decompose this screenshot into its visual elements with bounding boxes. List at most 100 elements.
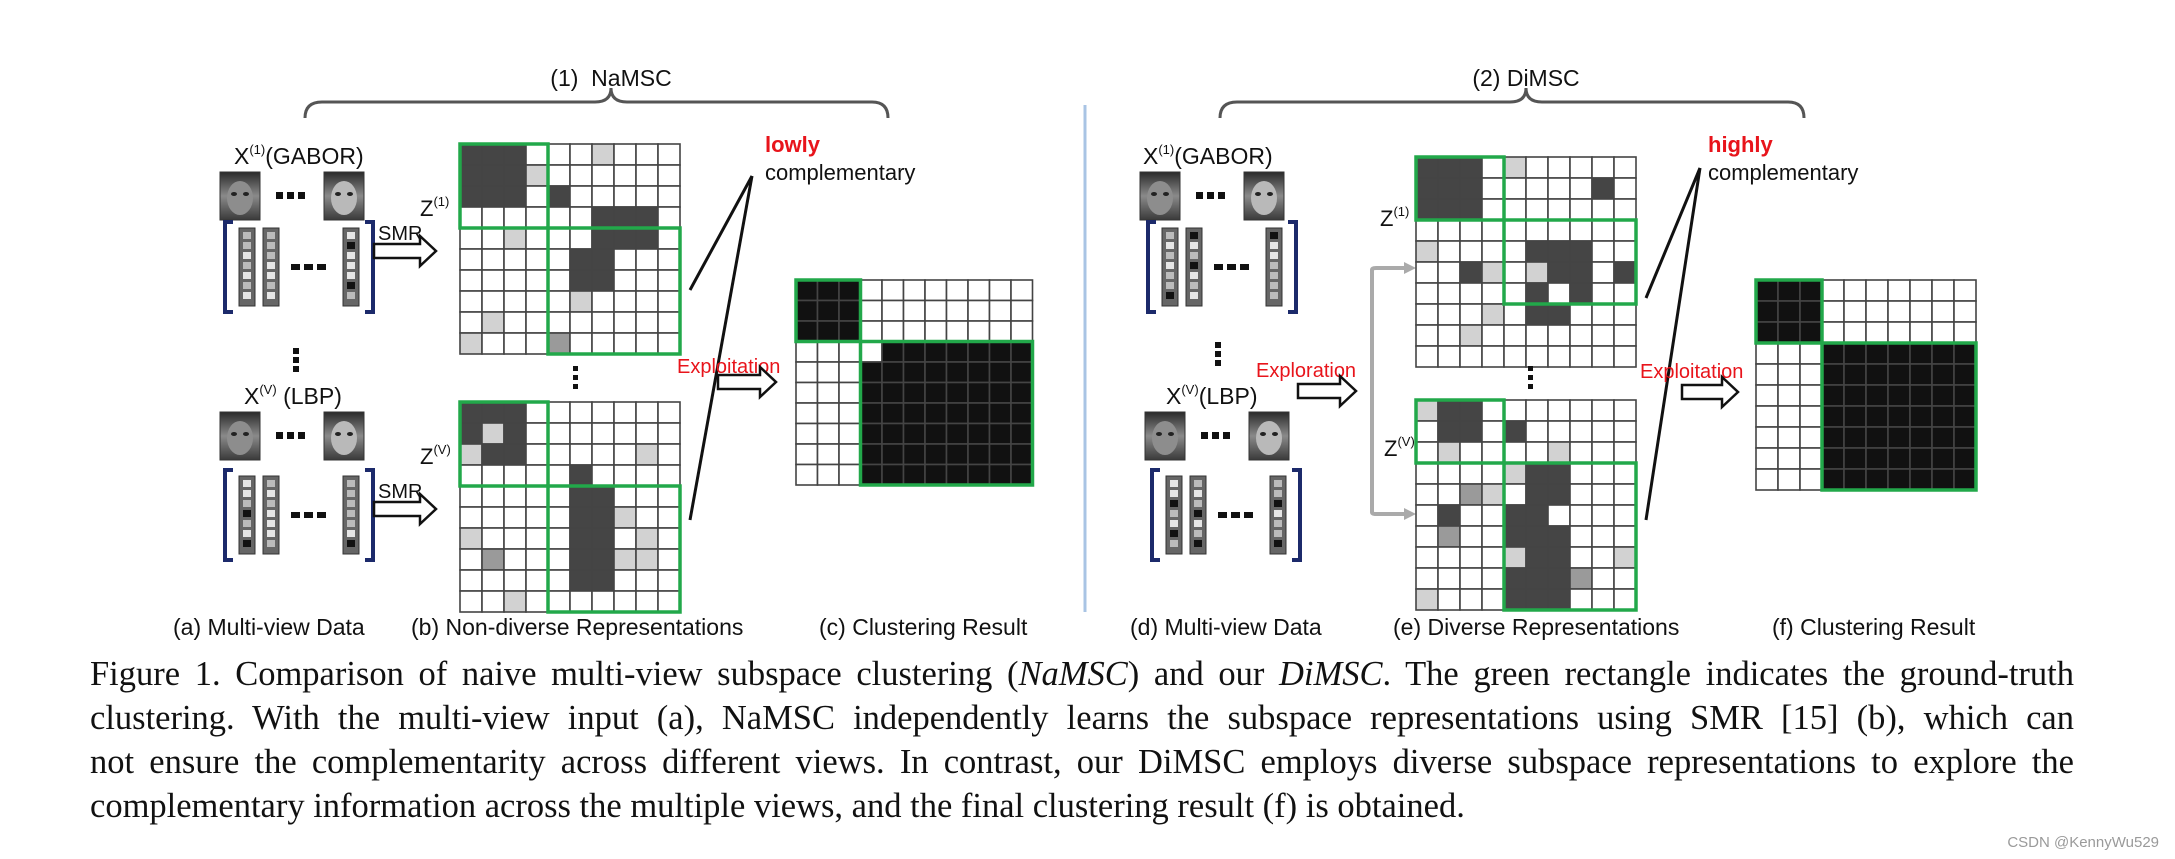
- matrix-cell: [503, 143, 527, 166]
- matrix-cell: [881, 279, 905, 302]
- matrix-cell: [1777, 405, 1801, 428]
- matrix-cell: [1525, 261, 1549, 284]
- matrix-cell: [481, 506, 505, 529]
- matrix-cell: [1865, 468, 1889, 491]
- matrix-cell: [1525, 399, 1549, 422]
- matrix-cell: [1613, 282, 1637, 305]
- matrix-cell: [1547, 261, 1571, 284]
- matrix-cell: [1481, 345, 1505, 368]
- matrix-cell: [613, 248, 637, 271]
- matrix-cell: [547, 164, 571, 187]
- matrix-cell: [1591, 198, 1615, 221]
- matrix-cell: [881, 361, 905, 384]
- ground-truth-rectangle: [1754, 278, 1824, 345]
- matrix-cell: [1591, 462, 1615, 485]
- matrix-cell: [547, 269, 571, 292]
- matrix-cell: [481, 548, 505, 571]
- right-panel-title: (2) DiMSC: [1472, 65, 1579, 91]
- matrix-cell: [503, 590, 527, 613]
- matrix-cell: [503, 332, 527, 355]
- matrix-cell: [657, 422, 681, 445]
- right-clustering-result: [1754, 278, 1978, 492]
- matrix-cell: [1503, 198, 1527, 221]
- matrix-cell: [1503, 525, 1527, 548]
- watermark: CSDN @KennyWu529: [2007, 834, 2159, 851]
- matrix-cell: [816, 422, 840, 445]
- matrix-cell: [1931, 279, 1955, 302]
- matrix-cell: [1591, 588, 1615, 611]
- feature-vector: [1170, 520, 1178, 527]
- ellipsis-dot: [1196, 192, 1203, 199]
- matrix-cell: [481, 422, 505, 445]
- left-viewV-vectors: [223, 468, 375, 562]
- matrix-cell: [613, 443, 637, 466]
- matrix-cell: [1865, 321, 1889, 344]
- face-thumbnail: [1267, 192, 1273, 196]
- matrix-cell: [525, 485, 549, 508]
- matrix-cell: [547, 290, 571, 313]
- matrix-cell: [1010, 299, 1034, 322]
- matrix-cell: [1547, 420, 1571, 443]
- matrix-cell: [525, 548, 549, 571]
- matrix-cell: [1953, 342, 1977, 365]
- matrix-cell: [1415, 399, 1439, 422]
- face-thumbnail: [331, 181, 357, 215]
- feature-vector: [1190, 282, 1198, 289]
- ground-truth-rectangle: [858, 339, 1035, 487]
- matrix-cell: [503, 485, 527, 508]
- ellipsis-dot: [276, 192, 283, 199]
- matrix-cell: [1503, 399, 1527, 422]
- matrix-cell: [1437, 198, 1461, 221]
- feature-vector: [1194, 520, 1202, 527]
- left-annotation-line-top: [688, 175, 754, 291]
- feature-vector: [1190, 232, 1198, 239]
- face-thumbnail: [1151, 192, 1157, 196]
- matrix-cell: [635, 548, 659, 571]
- face-thumbnail: [347, 432, 353, 436]
- matrix-cell: [1415, 303, 1439, 326]
- matrix-cell: [613, 311, 637, 334]
- feature-vector: [243, 530, 251, 537]
- matrix-cell: [1953, 384, 1977, 407]
- matrix-cell: [1591, 420, 1615, 443]
- matrix-cell: [1010, 443, 1034, 466]
- matrix-cell: [859, 402, 883, 425]
- matrix-cell: [503, 269, 527, 292]
- matrix-cell: [459, 185, 483, 208]
- matrix-cell: [945, 402, 969, 425]
- matrix-cell: [1481, 546, 1505, 569]
- feature-vector: [267, 500, 275, 507]
- matrix-cell: [657, 548, 681, 571]
- matrix-cell: [1525, 588, 1549, 611]
- matrix-cell: [1591, 303, 1615, 326]
- matrix-cell: [1010, 422, 1034, 445]
- ground-truth-rectangle: [458, 400, 550, 488]
- matrix-cell: [795, 381, 819, 404]
- matrix-cell: [1503, 177, 1527, 200]
- feature-vector: [1194, 510, 1202, 517]
- matrix-cell: [569, 311, 593, 334]
- matrix-cell: [1525, 567, 1549, 590]
- matrix-cell: [1953, 300, 1977, 323]
- matrix-cell: [1931, 405, 1955, 428]
- matrix-cell: [795, 299, 819, 322]
- ground-truth-rectangle: [546, 226, 682, 356]
- feature-vector: [1274, 520, 1282, 527]
- matrix-cell: [1777, 321, 1801, 344]
- matrix-cell: [1459, 462, 1483, 485]
- matrix-cell: [945, 361, 969, 384]
- matrix-cell: [635, 590, 659, 613]
- vector-bracket: [1146, 220, 1156, 314]
- matrix-cell: [547, 311, 571, 334]
- matrix-cell: [1547, 504, 1571, 527]
- matrix-cell: [459, 269, 483, 292]
- matrix-cell: [1821, 384, 1845, 407]
- matrix-cell: [635, 227, 659, 250]
- caption-line-1: Figure 1. Comparison of naive multi-view…: [90, 655, 2075, 693]
- matrix-cell: [1569, 525, 1593, 548]
- matrix-cell: [1755, 279, 1779, 302]
- matrix-cell: [459, 590, 483, 613]
- matrix-cell: [1459, 546, 1483, 569]
- matrix-cell: [795, 279, 819, 302]
- vector-bracket: [1150, 468, 1160, 562]
